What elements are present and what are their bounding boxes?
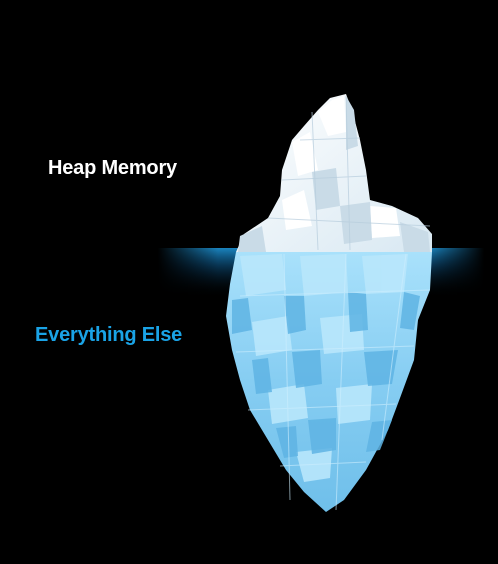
below-water-label: Everything Else bbox=[35, 324, 183, 346]
iceberg-submerged bbox=[226, 252, 432, 512]
iceberg-tip bbox=[236, 94, 432, 252]
above-water-label: Heap Memory bbox=[48, 157, 177, 179]
